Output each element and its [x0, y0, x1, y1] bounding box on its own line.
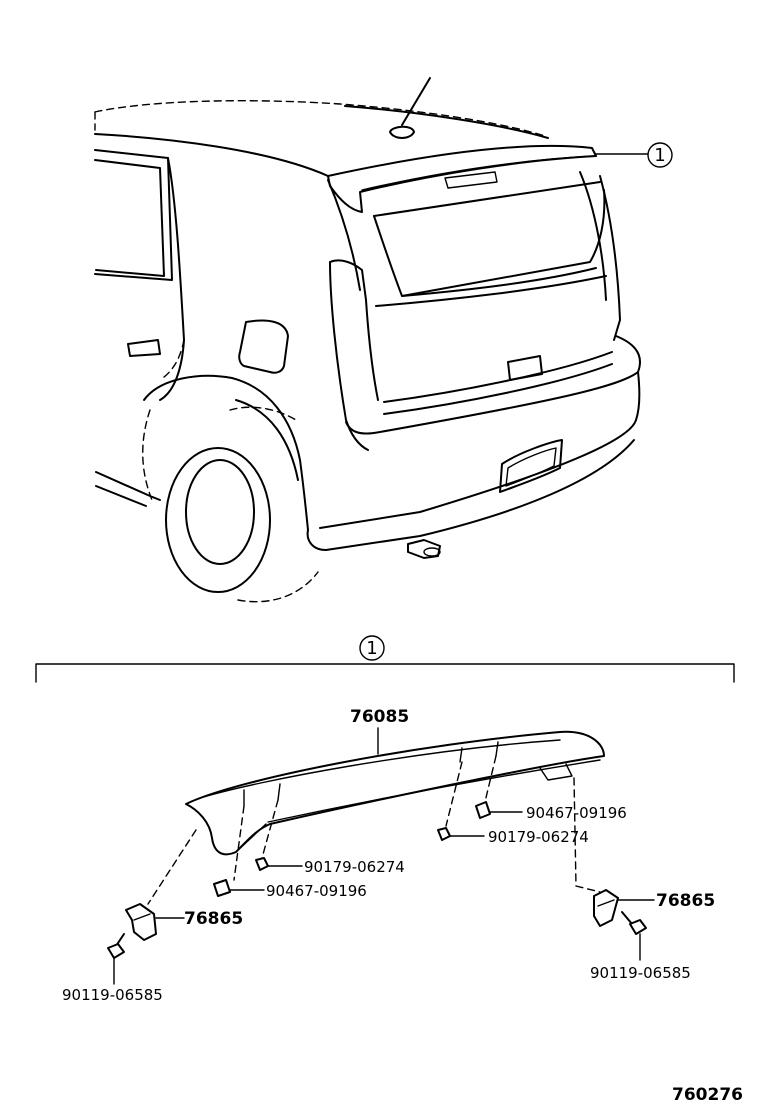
part-label-clip-left: 90467-09196	[266, 882, 367, 900]
car-rear-illustration: 1	[94, 77, 673, 603]
part-label-screw-right: 90119-06585	[590, 964, 691, 982]
part-label-nut-right: 90179-06274	[488, 828, 589, 846]
callout-marker-detail: 1	[366, 638, 377, 659]
figure-id: 760276	[672, 1085, 743, 1105]
part-label-bracket-left: 76865	[184, 909, 243, 929]
part-label-nut-left: 90179-06274	[304, 858, 405, 876]
part-label-screw-left: 90119-06585	[62, 986, 163, 1004]
part-label-spoiler: 76085	[350, 707, 409, 727]
part-label-bracket-right: 76865	[656, 891, 715, 911]
callout-marker-top: 1	[654, 145, 665, 166]
part-label-clip-upper-right: 90467-09196	[526, 804, 627, 822]
exploded-detail: 1 76085 90467-09196 90179-06274 90179-0	[35, 635, 735, 1004]
